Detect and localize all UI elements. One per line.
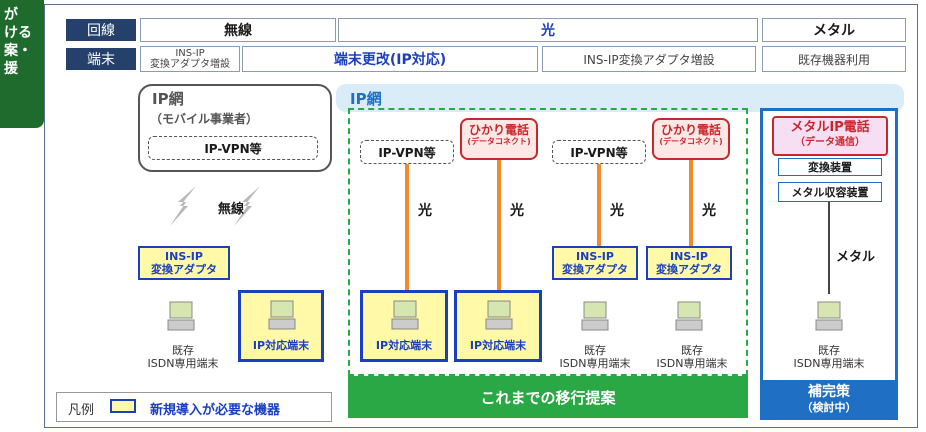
existing-line1: 既存	[584, 344, 606, 357]
badge-line: が	[4, 7, 18, 23]
existing-line1: 既存	[681, 344, 703, 357]
converter-device: 変換装置	[778, 158, 882, 176]
ip-network-title: IP網	[350, 90, 382, 108]
metal-ip-phone-sub: （データ通信）	[795, 137, 865, 148]
fiber-label: 光	[418, 203, 432, 219]
badge-line: 案・	[4, 43, 32, 59]
existing-line2: ISDN専用端末	[656, 357, 728, 370]
metal-accommodation-device: メタル収容装置	[778, 182, 882, 202]
ip-terminal: IP対応端末	[454, 290, 542, 362]
hikari-phone-left: ひかり電話 (データコネクト)	[460, 118, 538, 160]
corner-badge: が ける 案・ 援	[0, 0, 44, 128]
ins-ip-adapter: INS-IP 変換アダプタ	[646, 246, 732, 280]
metal-ip-phone-label: メタルIP電話	[790, 120, 870, 135]
hikari-phone-label: ひかり電話	[468, 123, 529, 137]
existing-line2: ISDN専用端末	[793, 357, 865, 370]
adapter-line2: 変換アダプタ	[656, 263, 722, 276]
existing-terminal-icon	[675, 301, 703, 331]
existing-terminal-icon	[167, 301, 195, 331]
badge-line: ける	[4, 25, 32, 41]
existing-terminal-icon	[581, 301, 609, 331]
existing-line1: 既存	[172, 344, 194, 357]
existing-terminal-icon	[815, 301, 843, 331]
ip-terminal: IP対応端末	[238, 290, 324, 362]
header-terminal-update: 端末更改(IP対応)	[242, 46, 538, 72]
legend-swatch	[110, 399, 136, 413]
mobile-network-subtitle: （モバイル事業者）	[150, 112, 259, 126]
existing-isdn-terminal: 既存 ISDN専用端末	[128, 344, 238, 370]
mobile-network-title: IP網	[152, 90, 184, 108]
existing-isdn-terminal: 既存 ISDN専用端末	[640, 344, 744, 370]
existing-line1: 既存	[818, 344, 840, 357]
header-ins-adapter-line2: 変換アダプタ増設	[150, 59, 230, 70]
legend-label: 凡例	[68, 403, 95, 418]
adapter-line2: 変換アダプタ	[562, 263, 628, 276]
metal-line	[828, 202, 830, 294]
badge-line: 援	[4, 61, 18, 77]
existing-line2: ISDN専用端末	[147, 357, 219, 370]
wireless-link-label: 無線	[218, 202, 245, 217]
header-fiber: 光	[338, 18, 758, 42]
supplement-bar: 補完策 （検討中）	[760, 380, 898, 420]
ins-ip-adapter: INS-IP 変換アダプタ	[552, 246, 638, 280]
supplement-sub: （検討中）	[801, 401, 857, 414]
header-ins-adapter: INS-IP 変換アダプタ増設	[140, 46, 240, 72]
ip-vpn-left: IP-VPN等	[360, 140, 454, 164]
ip-terminal-label: IP対応端末	[252, 339, 310, 352]
header-ins-adapter-line1: INS-IP	[175, 48, 205, 59]
fiber-line	[597, 164, 601, 246]
hikari-phone-right: ひかり電話 (データコネクト)	[652, 118, 730, 160]
wireless-signal-icon	[170, 186, 260, 226]
existing-isdn-terminal: 既存 ISDN専用端末	[774, 344, 884, 370]
fiber-label: 光	[510, 203, 524, 219]
ip-terminal: IP対応端末	[360, 290, 448, 362]
ip-terminal-label: IP対応端末	[375, 339, 433, 352]
fiber-line	[405, 164, 409, 290]
existing-line2: ISDN専用端末	[559, 357, 631, 370]
header-ins-adapter-add: INS-IP変換アダプタ増設	[542, 46, 756, 72]
hikari-phone-sub: (データコネクト)	[659, 137, 723, 146]
migration-proposal-bar: これまでの移行提案	[348, 376, 748, 418]
migration-proposal-region	[348, 108, 748, 376]
fiber-label: 光	[610, 203, 624, 219]
adapter-line1: INS-IP	[165, 250, 203, 263]
adapter-line1: INS-IP	[670, 250, 708, 263]
ip-terminal-label: IP対応端末	[469, 339, 527, 352]
legend-text: 新規導入が必要な機器	[150, 403, 281, 418]
legend	[56, 392, 332, 422]
ip-vpn-right: IP-VPN等	[552, 140, 646, 164]
ins-ip-adapter: INS-IP 変換アダプタ	[138, 246, 230, 280]
terminal-icon	[391, 300, 419, 330]
fiber-label: 光	[702, 203, 716, 219]
hikari-phone-sub: (データコネクト)	[467, 137, 531, 146]
terminal-icon	[268, 300, 296, 330]
adapter-line2: 変換アダプタ	[151, 263, 217, 276]
header-metal: メタル	[762, 18, 906, 42]
header-wireless: 無線	[140, 18, 336, 42]
metal-link-label: メタル	[836, 250, 876, 265]
line-type-label: 回線	[66, 19, 136, 41]
header-existing-equipment: 既存機器利用	[762, 46, 906, 72]
metal-ip-phone: メタルIP電話 （データ通信）	[772, 116, 888, 156]
mobile-ip-vpn: IP-VPN等	[148, 136, 318, 160]
hikari-phone-label: ひかり電話	[660, 123, 721, 137]
fiber-line	[689, 160, 693, 246]
terminal-label: 端末	[66, 48, 136, 70]
adapter-line1: INS-IP	[576, 250, 614, 263]
fiber-line	[497, 160, 501, 290]
existing-isdn-terminal: 既存 ISDN専用端末	[544, 344, 646, 370]
supplement-label: 補完策	[808, 384, 850, 400]
ip-network	[336, 84, 904, 112]
terminal-icon	[485, 300, 513, 330]
